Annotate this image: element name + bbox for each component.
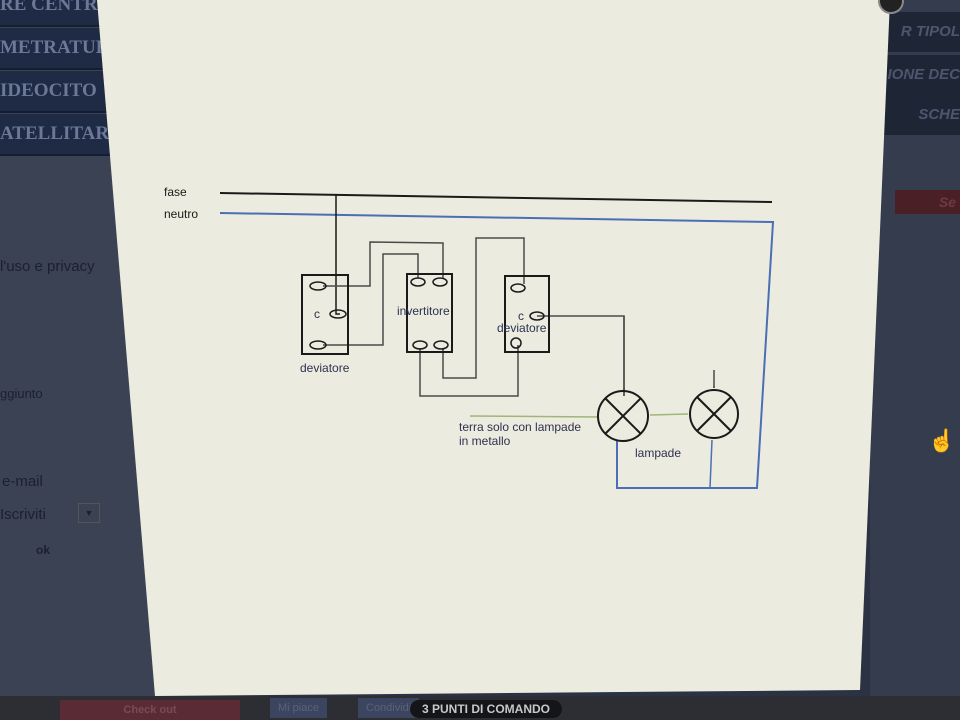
email-field[interactable]: e-mail	[2, 473, 43, 490]
diagram-part	[419, 345, 519, 397]
label-deviatore: deviatore	[497, 321, 547, 335]
wires	[323, 237, 715, 397]
diagram-part	[696, 396, 732, 432]
diagram-part	[309, 281, 327, 291]
added-text: ggiunto	[0, 386, 43, 401]
diagram-part	[604, 397, 642, 435]
neutro-line	[219, 212, 775, 489]
deviatore-2-box	[504, 275, 550, 353]
diagram-part	[442, 237, 525, 379]
diagram-part	[510, 337, 522, 349]
share-button[interactable]: Condividi	[358, 698, 420, 718]
diagram-part	[537, 315, 625, 396]
diagram-part	[597, 390, 649, 442]
fase-line	[219, 192, 773, 203]
label-invertitore: invertitore	[397, 304, 450, 318]
diagram-part	[510, 283, 526, 293]
diagram-part	[323, 241, 444, 287]
diagram-part	[432, 277, 448, 287]
label-terra: in metallo	[459, 434, 511, 448]
label-c: c	[314, 307, 320, 321]
label-fase: fase	[164, 185, 187, 199]
subscribe-select[interactable]: Iscriviti	[0, 506, 46, 523]
terra-line	[469, 415, 599, 418]
fase-drop	[335, 195, 340, 315]
diagram-part	[323, 253, 419, 346]
lightbox-caption: 3 PUNTI DI COMANDO	[410, 700, 563, 718]
search-button[interactable]: Se	[895, 190, 960, 214]
checkout-button[interactable]: Check out	[60, 700, 240, 720]
label-neutro: neutro	[164, 207, 198, 221]
diagram-part	[301, 273, 550, 355]
label-c: c	[518, 309, 524, 323]
label-deviatore: deviatore	[300, 361, 350, 375]
neutro-branch	[709, 439, 713, 489]
ok-button[interactable]: ok	[36, 543, 51, 557]
label-terra: terra solo con lampade	[459, 420, 581, 434]
diagram-part	[597, 389, 739, 442]
diagram-part	[410, 277, 426, 287]
diagram-part	[309, 340, 327, 350]
like-button[interactable]: Mi piace	[270, 698, 327, 718]
diagram-part	[412, 340, 428, 350]
diagram-part	[529, 311, 545, 321]
invertitore-box	[406, 273, 453, 353]
diagram-part	[329, 309, 347, 319]
hand-cursor-icon: ☝	[928, 428, 956, 453]
lamp-2-icon	[689, 389, 739, 439]
chevron-down-icon[interactable]: ▼	[78, 503, 100, 523]
diagram-part	[689, 389, 739, 439]
diagram-part	[649, 413, 689, 416]
label-lampade: lampade	[635, 446, 681, 460]
diagram-part	[433, 340, 449, 350]
lamp-1-icon	[597, 390, 649, 442]
terminals	[309, 277, 545, 350]
privacy-text[interactable]: l'uso e privacy	[0, 258, 95, 275]
deviatore-1-box	[301, 274, 349, 355]
